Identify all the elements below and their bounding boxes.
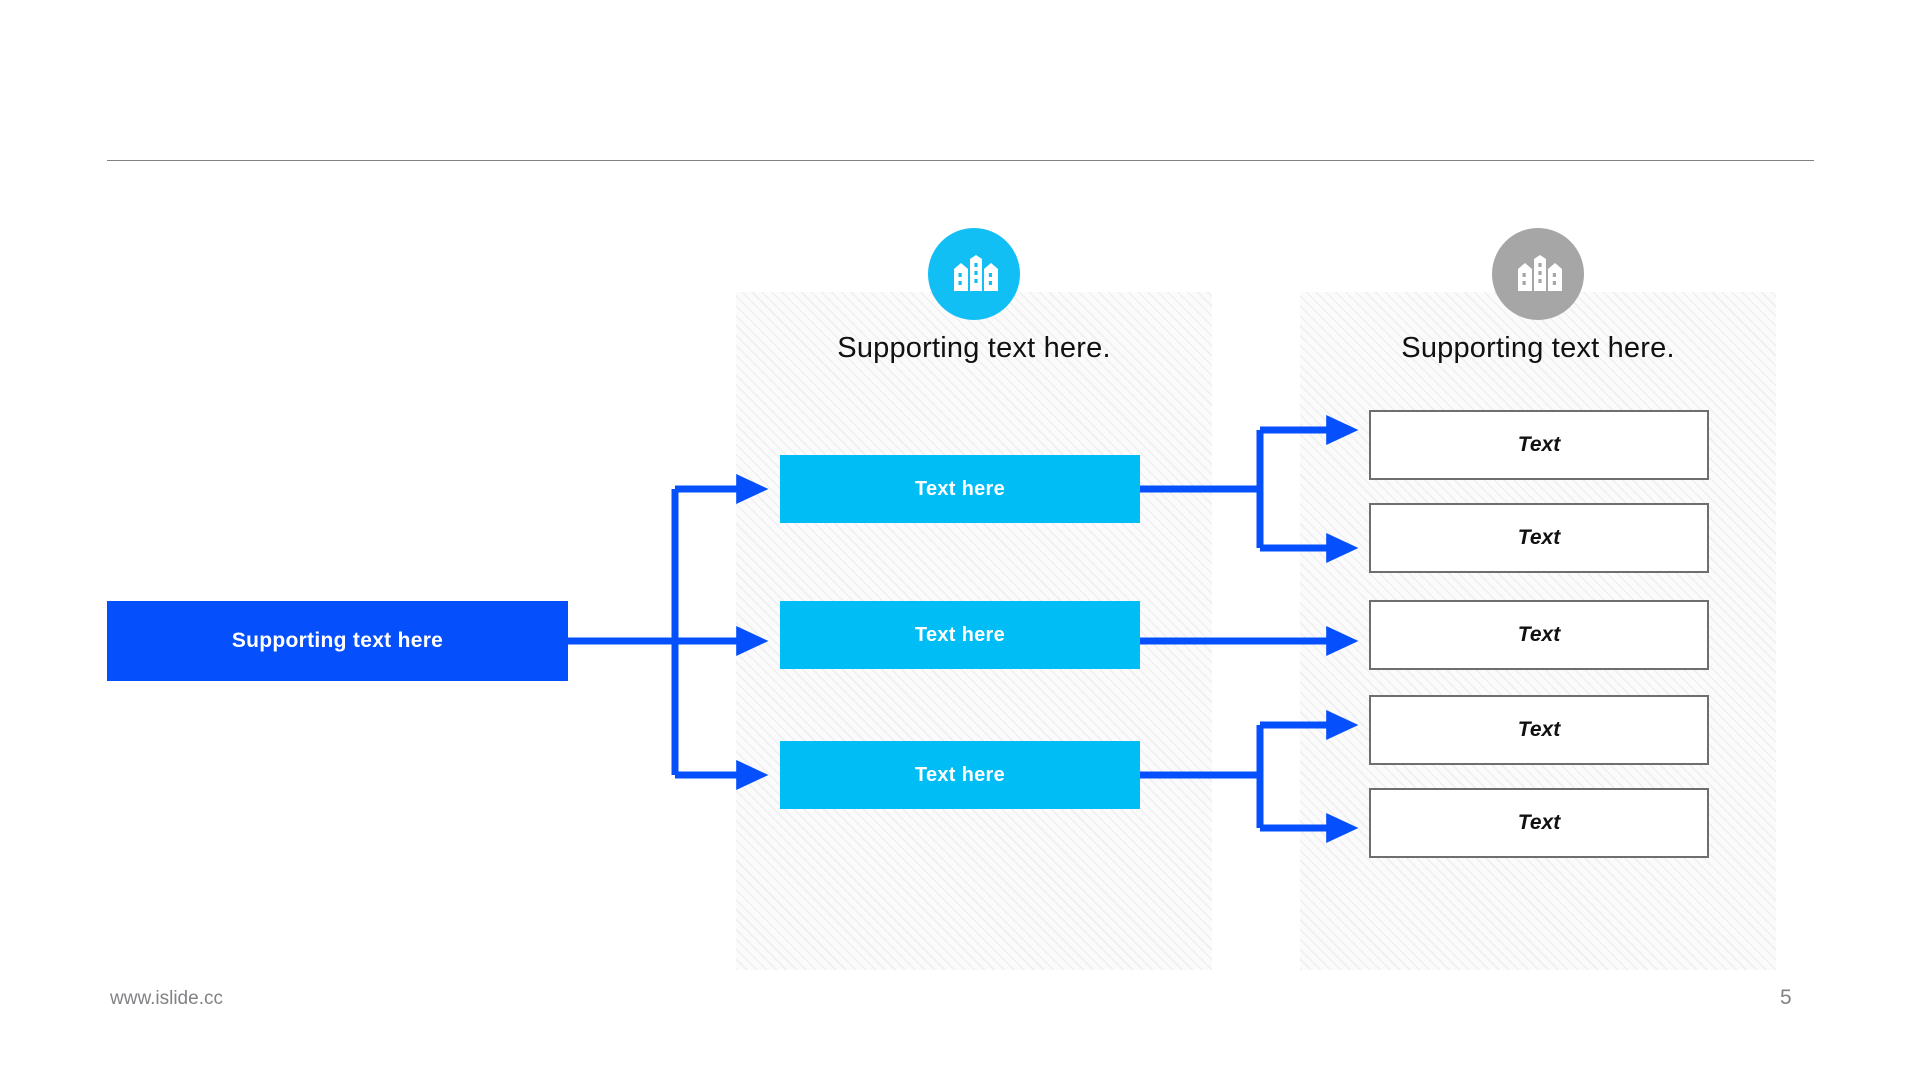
root-node-box[interactable]: Supporting text here bbox=[107, 601, 568, 681]
buildings-icon bbox=[950, 251, 998, 297]
leaf-node-box-4[interactable]: Text bbox=[1369, 695, 1709, 765]
header-divider bbox=[107, 160, 1814, 161]
mid-node-box-3[interactable]: Text here bbox=[780, 741, 1140, 809]
badge-middle-column bbox=[928, 228, 1020, 320]
leaf-node-box-5[interactable]: Text bbox=[1369, 788, 1709, 858]
column-heading-middle: Supporting text here. bbox=[837, 332, 1111, 364]
buildings-icon bbox=[1514, 251, 1562, 297]
badge-right-column bbox=[1492, 228, 1584, 320]
leaf-node-box-2[interactable]: Text bbox=[1369, 503, 1709, 573]
page-number: 5 bbox=[1780, 986, 1792, 1009]
footer-url[interactable]: www.islide.cc bbox=[110, 988, 223, 1009]
mid-node-box-1[interactable]: Text here bbox=[780, 455, 1140, 523]
mid-node-box-2[interactable]: Text here bbox=[780, 601, 1140, 669]
leaf-node-box-3[interactable]: Text bbox=[1369, 600, 1709, 670]
column-heading-right: Supporting text here. bbox=[1401, 332, 1675, 364]
leaf-node-box-1[interactable]: Text bbox=[1369, 410, 1709, 480]
